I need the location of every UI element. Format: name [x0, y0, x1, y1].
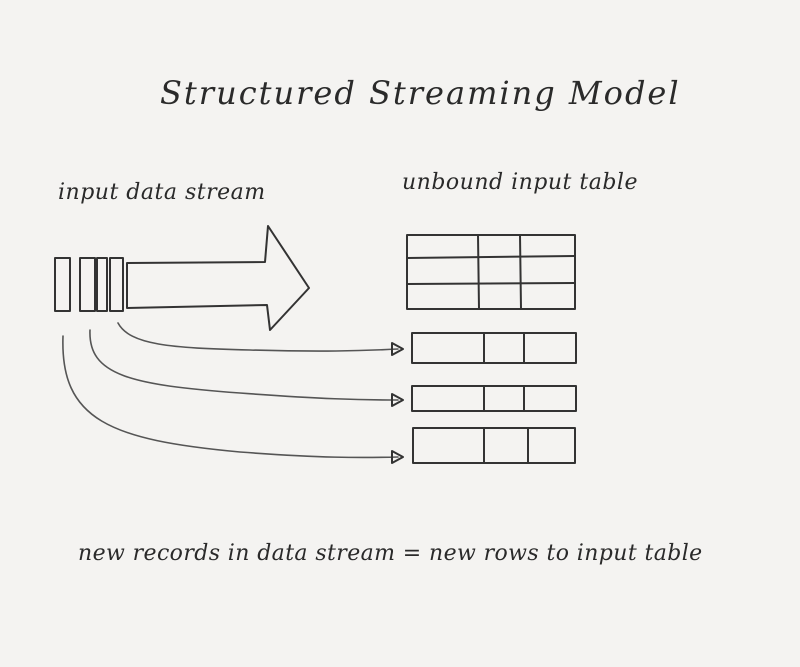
new-row — [411, 385, 577, 412]
new-row — [411, 332, 577, 364]
new-row-1 — [411, 332, 577, 364]
record-arrows — [62, 322, 404, 464]
record-arrow-1 — [117, 322, 399, 352]
arrowhead-2 — [391, 393, 404, 407]
diagram-title: Structured Streaming Model — [160, 74, 681, 112]
unbound-table-label: unbound input table — [402, 170, 638, 195]
record-arrow-3 — [62, 335, 399, 459]
caption: new records in data stream = new rows to… — [78, 541, 703, 566]
table-col-line — [477, 234, 480, 310]
new-row-2 — [411, 385, 577, 412]
record-arrow-2 — [89, 329, 399, 401]
table-outline — [406, 234, 576, 310]
arrowhead-3 — [391, 450, 404, 464]
big-stream-arrow — [126, 225, 310, 331]
unbound-input-table — [406, 234, 576, 310]
table-row-line — [406, 255, 576, 259]
new-row-3 — [412, 427, 576, 464]
stream-record — [79, 257, 96, 312]
stream-record — [96, 257, 108, 312]
input-stream-records — [54, 257, 124, 312]
stream-record — [54, 257, 71, 312]
new-row — [412, 427, 576, 464]
table-row-line — [406, 282, 576, 285]
stream-record — [109, 257, 124, 312]
input-stream-label: input data stream — [58, 180, 266, 205]
arrowhead-1 — [391, 342, 404, 356]
table-col-line — [519, 234, 522, 310]
